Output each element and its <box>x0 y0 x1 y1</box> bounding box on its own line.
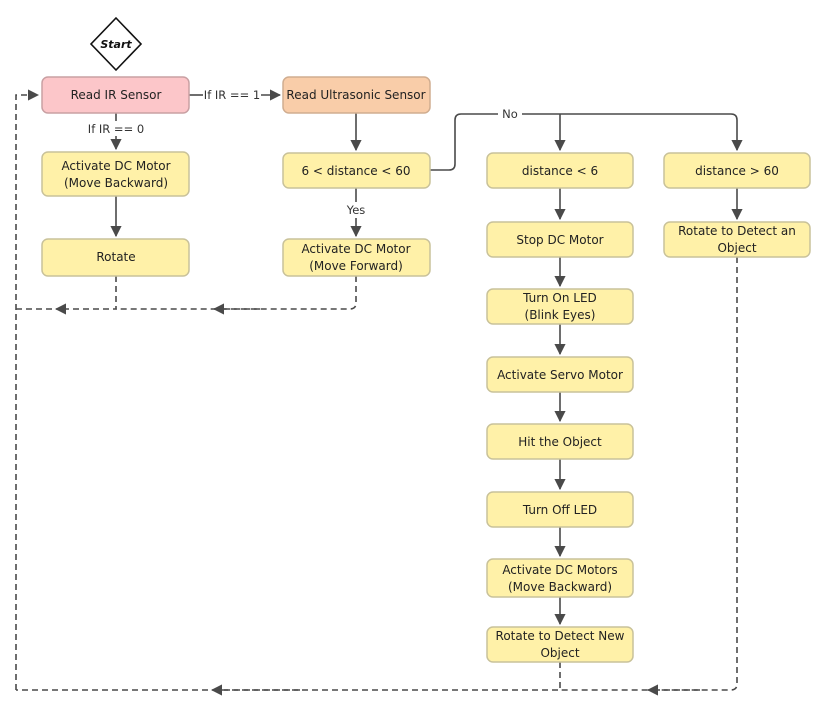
node-led-on: Turn On LED (Blink Eyes) <box>486 288 634 325</box>
node-led-off: Turn Off LED <box>486 491 634 528</box>
loop-rotate-down <box>54 276 117 315</box>
node-hit: Hit the Object <box>486 423 634 460</box>
node-servo: Activate Servo Motor <box>486 356 634 393</box>
start-node: Start <box>89 16 143 72</box>
hit-label: Hit the Object <box>518 435 602 449</box>
loop-rotate-object-down <box>560 257 738 691</box>
node-read-ir: Read IR Sensor <box>41 76 190 114</box>
rotate-detect-object-line1: Rotate to Detect an <box>678 224 796 238</box>
distance-lt-label: distance < 6 <box>522 164 598 178</box>
rotate-detect-object-line2: Object <box>717 241 756 255</box>
loop-left-vertical <box>15 89 40 690</box>
distance-gt-label: distance > 60 <box>695 164 779 178</box>
edge-mid-to-no <box>430 113 498 171</box>
node-rotate-detect-object: Rotate to Detect an Object <box>663 221 811 258</box>
led-off-label: Turn Off LED <box>522 503 597 517</box>
edge-label-ir-eq-1: If IR == 1 <box>204 88 260 102</box>
node-dc-forward: Activate DC Motor (Move Forward) <box>282 238 431 277</box>
edge-label-ir-eq-0: If IR == 0 <box>88 122 144 136</box>
dc-backward-line1: Activate DC Motor <box>61 159 170 173</box>
node-distance-lt: distance < 6 <box>486 152 634 189</box>
stop-dc-label: Stop DC Motor <box>516 233 603 247</box>
rotate-label: Rotate <box>96 250 135 264</box>
node-rotate: Rotate <box>41 238 190 277</box>
dc-forward-line2: (Move Forward) <box>309 259 403 273</box>
loop-rotatenew-down <box>16 662 561 691</box>
edge-label-no: No <box>502 107 518 121</box>
node-dc-backward: Activate DC Motor (Move Backward) <box>41 151 190 197</box>
dc-motors-backward-line1: Activate DC Motors <box>502 563 617 577</box>
node-read-ultrasonic: Read Ultrasonic Sensor <box>282 76 431 114</box>
distance-mid-label: 6 < distance < 60 <box>301 164 410 178</box>
rotate-new-line1: Rotate to Detect New <box>496 629 625 643</box>
start-diamond <box>89 16 143 72</box>
edge-label-yes: Yes <box>346 203 366 217</box>
node-dc-motors-backward: Activate DC Motors (Move Backward) <box>486 558 634 598</box>
led-on-line1: Turn On LED <box>522 291 597 305</box>
node-stop-dc: Stop DC Motor <box>486 221 634 258</box>
dc-motors-backward-line2: (Move Backward) <box>508 580 612 594</box>
edge-no-branch <box>522 113 743 152</box>
led-on-line2: (Blink Eyes) <box>525 308 596 322</box>
read-ultrasonic-label: Read Ultrasonic Sensor <box>286 88 425 102</box>
loop-forward-down <box>116 276 357 310</box>
read-ir-label: Read IR Sensor <box>71 88 162 102</box>
dc-forward-line1: Activate DC Motor <box>301 242 410 256</box>
node-rotate-new: Rotate to Detect New Object <box>486 626 634 663</box>
start-label: Start <box>100 38 132 51</box>
rotate-new-line2: Object <box>540 646 579 660</box>
dc-backward-line2: (Move Backward) <box>64 176 168 190</box>
servo-label: Activate Servo Motor <box>497 368 623 382</box>
node-distance-mid: 6 < distance < 60 <box>282 152 431 189</box>
connectors <box>110 89 743 626</box>
node-distance-gt: distance > 60 <box>663 152 811 189</box>
return-loops <box>15 89 738 696</box>
